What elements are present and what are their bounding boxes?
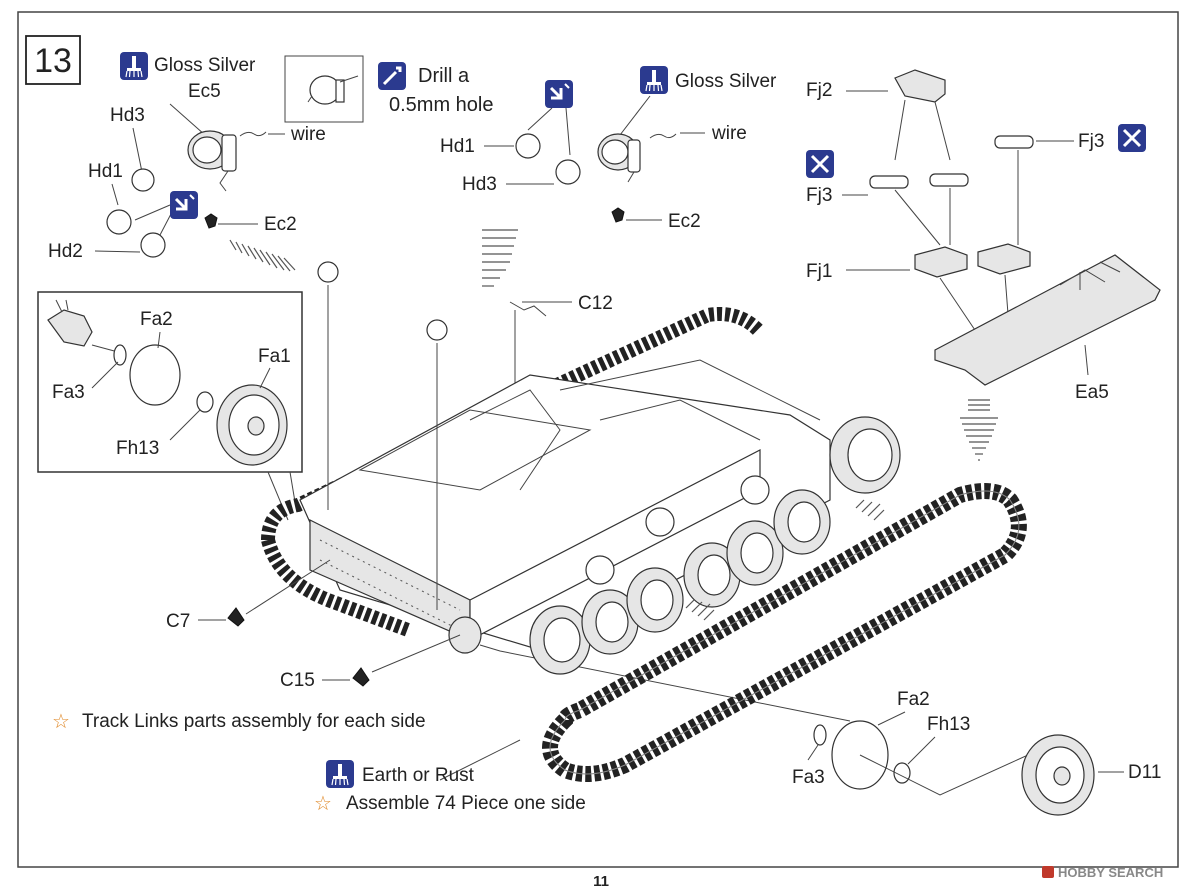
paint-brush-icon-bottom — [326, 760, 354, 788]
star-icon: ☆ — [52, 711, 70, 733]
label-fa2-bottom: Fa2 — [897, 689, 930, 710]
part-fa2-inset — [129, 344, 181, 406]
cement-icon-mid — [545, 80, 573, 108]
step-number-box: 13 — [25, 35, 81, 85]
direction-arrow-track-b — [685, 599, 715, 621]
label-fh13-inset: Fh13 — [116, 438, 159, 459]
cement-icon — [170, 191, 198, 219]
svg-text:HOBBY SEARCH: HOBBY SEARCH — [1058, 865, 1163, 880]
wire-left — [239, 131, 267, 137]
part-ec2-left — [204, 213, 218, 229]
part-c15 — [352, 667, 370, 687]
label-ea5: Ea5 — [1075, 382, 1109, 403]
label-fa3-inset: Fa3 — [52, 382, 85, 403]
label-hd2-left: Hd2 — [48, 241, 83, 262]
label-c15: C15 — [280, 670, 315, 691]
label-ec2-left: Ec2 — [264, 214, 297, 235]
label-wire-right: wire — [711, 123, 747, 144]
direction-arrow-left — [229, 239, 296, 272]
part-fj1-a — [914, 246, 968, 278]
label-fj3-b: Fj3 — [806, 185, 832, 206]
label-fh13-bottom: Fh13 — [927, 714, 970, 735]
label-gloss-silver-left: Gloss Silver — [154, 55, 256, 76]
label-fa1: Fa1 — [258, 346, 291, 367]
label-fa3-bottom: Fa3 — [792, 767, 825, 788]
watermark: HOBBY SEARCH — [1042, 865, 1163, 880]
label-hd1-left: Hd1 — [88, 161, 123, 182]
lens-hd3-left — [131, 168, 155, 192]
paint-brush-icon-right — [640, 66, 668, 94]
paint-brush-icon — [120, 52, 148, 80]
drill-detail-box — [284, 55, 364, 123]
direction-arrow-mid — [482, 229, 518, 287]
label-hd3-left: Hd3 — [110, 105, 145, 126]
hull-assembly — [261, 261, 901, 722]
note-track-links: Track Links parts assembly for each side — [82, 711, 426, 732]
label-wire-left: wire — [290, 124, 326, 145]
part-fh13-inset — [196, 391, 214, 413]
label-gloss-silver-right: Gloss Silver — [675, 71, 777, 92]
part-fa3-inset — [113, 344, 127, 366]
label-drill-line1: Drill a — [418, 65, 470, 87]
lens-hd1-mid — [515, 133, 541, 159]
label-ec2-mid: Ec2 — [668, 211, 701, 232]
part-fj3-b — [869, 175, 909, 189]
page-number: 11 — [593, 873, 609, 890]
lens-hd3-mid — [555, 159, 581, 185]
label-c12: C12 — [578, 293, 613, 314]
label-d11: D11 — [1128, 762, 1161, 783]
label-earth-or-rust: Earth or Rust — [362, 765, 475, 786]
part-ec2-mid — [611, 207, 625, 223]
note-assemble-74: Assemble 74 Piece one side — [346, 793, 586, 814]
label-hd3-mid: Hd3 — [462, 174, 497, 195]
wheel-detail-inset: Fa2 Fa1 Fa3 Fh13 — [37, 291, 303, 521]
part-fj3-c — [929, 173, 969, 187]
track-assembly — [542, 483, 1027, 782]
part-fj1-b — [977, 243, 1031, 275]
part-fa3-bottom — [813, 724, 827, 746]
lens-hd1-left — [106, 209, 132, 235]
label-fa2-inset: Fa2 — [140, 309, 173, 330]
label-drill-line2: 0.5mm hole — [389, 94, 494, 116]
wheel-detail-bottom: Fa2 Fh13 Fa3 D11 — [792, 689, 1161, 816]
no-cement-icon — [1118, 124, 1146, 152]
wire-right — [649, 133, 677, 139]
drill-icon — [378, 62, 406, 90]
star-icon-2: ☆ — [314, 793, 332, 815]
label-hd1-mid: Hd1 — [440, 136, 475, 157]
label-fj3-a: Fj3 — [1078, 131, 1104, 152]
part-fj3-a — [994, 135, 1034, 149]
direction-arrow-track-a — [855, 499, 885, 521]
direction-arrow-down — [960, 399, 998, 461]
page-frame — [17, 11, 1179, 868]
no-cement-icon-left — [806, 150, 834, 178]
part-c7 — [227, 607, 245, 627]
part-fj2 — [894, 69, 946, 103]
label-fj1: Fj1 — [806, 261, 832, 282]
road-wheels — [529, 475, 831, 675]
part-c12 — [509, 301, 547, 317]
hub-part — [47, 299, 93, 347]
label-c7: C7 — [166, 611, 190, 632]
part-ea5 — [934, 254, 1161, 386]
label-ec5: Ec5 — [188, 81, 221, 102]
label-fj2: Fj2 — [806, 80, 832, 101]
headlight-ec5 — [187, 130, 237, 192]
headlight-right — [597, 133, 641, 183]
lens-hd2-left — [140, 232, 166, 258]
step-number: 13 — [34, 42, 72, 80]
